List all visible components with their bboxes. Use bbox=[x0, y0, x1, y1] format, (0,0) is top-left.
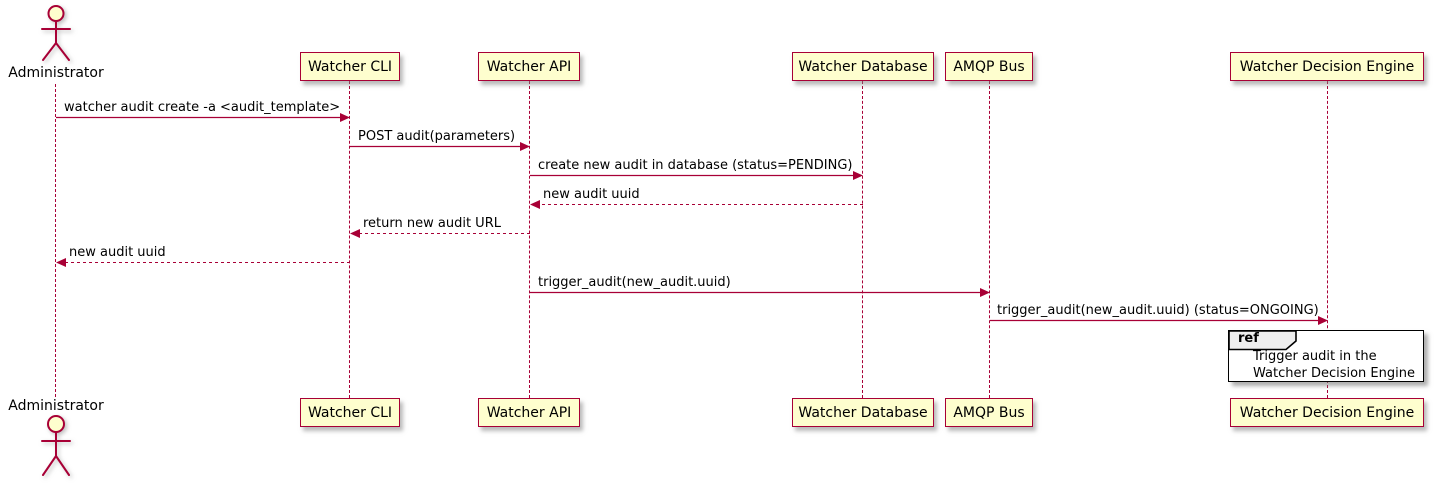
participant-label: Watcher Decision Engine bbox=[1239, 404, 1415, 421]
ref-text-line: Trigger audit in the bbox=[1253, 349, 1377, 364]
lifeline-watcher-cli bbox=[349, 81, 350, 398]
lifeline-watcher-decision-engine bbox=[1327, 81, 1328, 398]
ref-keyword: ref bbox=[1238, 331, 1259, 346]
message-label: POST audit(parameters) bbox=[358, 129, 516, 144]
message-arrow bbox=[530, 171, 863, 180]
lifeline-watcher-api bbox=[529, 81, 530, 398]
message-arrow bbox=[56, 113, 350, 122]
participant-watcher-api-bottom: Watcher API bbox=[478, 398, 580, 427]
actor-administrator-icon bbox=[41, 5, 71, 61]
participant-watcher-cli-bottom: Watcher CLI bbox=[300, 398, 400, 427]
lifeline-administrator bbox=[55, 84, 56, 397]
participant-watcher-decision-engine-bottom: Watcher Decision Engine bbox=[1230, 398, 1424, 427]
lifeline-amqp-bus bbox=[989, 81, 990, 398]
participant-label: Watcher CLI bbox=[307, 404, 393, 421]
message-label: new audit uuid bbox=[69, 245, 166, 260]
participant-watcher-database-bottom: Watcher Database bbox=[792, 398, 934, 427]
message-arrow bbox=[990, 316, 1328, 325]
ref-keyword-tab: ref bbox=[1228, 330, 1298, 351]
message-label: trigger_audit(new_audit.uuid) bbox=[538, 275, 731, 290]
message-label: create new audit in database (status=PEN… bbox=[538, 158, 853, 173]
ref-text: Trigger audit in the Watcher Decision En… bbox=[1253, 348, 1415, 382]
participant-label: Watcher CLI bbox=[307, 58, 393, 75]
participant-watcher-cli-top: Watcher CLI bbox=[300, 52, 400, 81]
participant-label: AMQP Bus bbox=[953, 58, 1025, 75]
message-label: watcher audit create -a <audit_template> bbox=[64, 100, 341, 115]
participant-label: AMQP Bus bbox=[953, 404, 1025, 421]
actor-administrator-label: Administrator bbox=[8, 65, 104, 81]
message-label: trigger_audit(new_audit.uuid) (status=ON… bbox=[997, 303, 1319, 318]
message-label: return new audit URL bbox=[363, 216, 501, 231]
message-arrow bbox=[350, 229, 530, 238]
message-arrow bbox=[56, 258, 350, 267]
participant-label: Watcher Database bbox=[798, 404, 928, 421]
message-arrow bbox=[530, 288, 990, 297]
message-label: new audit uuid bbox=[543, 187, 640, 202]
participant-watcher-database-top: Watcher Database bbox=[792, 52, 934, 81]
participant-label: Watcher API bbox=[486, 404, 572, 421]
message-arrow bbox=[350, 142, 530, 151]
actor-administrator-label-bottom: Administrator bbox=[8, 398, 104, 414]
participant-watcher-decision-engine-top: Watcher Decision Engine bbox=[1230, 52, 1424, 81]
participant-watcher-api-top: Watcher API bbox=[478, 52, 580, 81]
ref-text-line: Watcher Decision Engine bbox=[1253, 366, 1415, 381]
lifeline-watcher-database bbox=[862, 81, 863, 398]
message-arrow bbox=[530, 200, 863, 209]
participant-amqp-bus-top: AMQP Bus bbox=[945, 52, 1033, 81]
participant-label: Watcher Decision Engine bbox=[1239, 58, 1415, 75]
participant-label: Watcher Database bbox=[798, 58, 928, 75]
ref-fragment: ref Trigger audit in the Watcher Decisio… bbox=[1228, 330, 1424, 382]
participant-amqp-bus-bottom: AMQP Bus bbox=[945, 398, 1033, 427]
actor-administrator-icon-bottom bbox=[41, 415, 71, 476]
participant-label: Watcher API bbox=[486, 58, 572, 75]
